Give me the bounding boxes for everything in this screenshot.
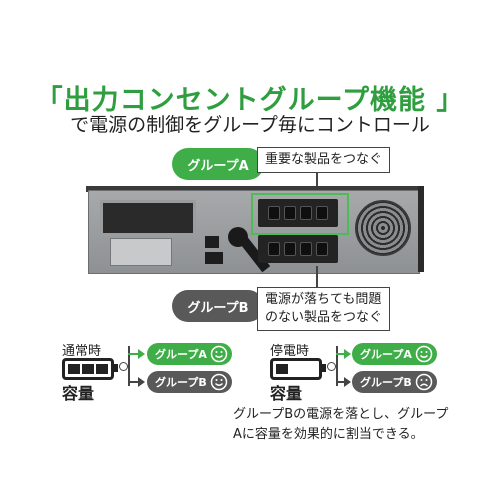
subline: で電源の制御をグループ毎にコントロール bbox=[70, 114, 430, 136]
sad-face-icon bbox=[415, 373, 433, 391]
outlet bbox=[316, 206, 328, 220]
headline: 「出力コンセントグループ機能 」 bbox=[35, 85, 465, 116]
smile-icon bbox=[210, 345, 228, 363]
normal-group-b-pill: グループB bbox=[147, 371, 232, 393]
outlet bbox=[268, 206, 280, 220]
normal-title: 通常時 bbox=[62, 344, 102, 359]
outlet bbox=[300, 242, 312, 256]
outlet bbox=[284, 206, 296, 220]
normal-battery-tip bbox=[114, 364, 118, 372]
normal-group-a-label: グループA bbox=[155, 348, 207, 361]
group-b-label: グループB bbox=[187, 300, 249, 316]
group-b-callout-line2: のない製品をつなぐ bbox=[265, 310, 383, 325]
normal-arrow-b-head bbox=[138, 377, 145, 387]
outlet bbox=[268, 242, 280, 256]
smile-icon bbox=[210, 373, 228, 391]
outage-title: 停電時 bbox=[270, 344, 310, 359]
outage-capacity-label: 容量 bbox=[270, 384, 303, 403]
ups-top-edge bbox=[86, 186, 420, 192]
normal-arrow-b bbox=[128, 381, 140, 383]
normal-arrow-a bbox=[128, 353, 140, 355]
outlet-bank-a bbox=[258, 199, 338, 227]
outage-battery bbox=[270, 358, 322, 380]
battery-cell bbox=[68, 364, 80, 374]
outlet bbox=[284, 242, 296, 256]
outage-arrow-b-head bbox=[344, 377, 351, 387]
group-a-callout-line bbox=[316, 172, 318, 194]
outage-group-a-pill: グループA bbox=[352, 343, 437, 365]
ups-cover-plate bbox=[100, 200, 196, 236]
group-b-callout-line1: 電源が落ちても問題 bbox=[265, 292, 382, 307]
normal-group-b-label: グループB bbox=[155, 376, 207, 389]
normal-battery bbox=[62, 358, 114, 380]
outlet bbox=[316, 242, 328, 256]
outage-connector-node bbox=[327, 362, 336, 371]
group-a-callout: 重要な製品をつなぐ bbox=[257, 147, 391, 173]
outage-arrow-b bbox=[336, 381, 346, 383]
outage-arrow-a bbox=[336, 353, 346, 355]
outage-arrow-a-head bbox=[344, 349, 351, 359]
normal-connector-node bbox=[119, 362, 128, 371]
group-a-pill: グループA bbox=[172, 148, 264, 180]
ups-side-edge bbox=[418, 186, 424, 272]
outlet bbox=[300, 206, 312, 220]
smile-icon bbox=[415, 345, 433, 363]
normal-arrow-a-head bbox=[138, 349, 145, 359]
cooling-fan bbox=[355, 200, 411, 256]
outage-group-b-pill: グループB bbox=[352, 371, 437, 393]
normal-connector-trunk bbox=[128, 346, 130, 386]
ups-port-2 bbox=[205, 252, 223, 264]
outage-group-a-label: グループA bbox=[360, 348, 412, 361]
normal-group-a-pill: グループA bbox=[147, 343, 232, 365]
footer-line1: グループBの電源を落とし、グループ bbox=[233, 407, 449, 422]
outage-group-b-label: グループB bbox=[360, 376, 412, 389]
group-a-highlight-frame bbox=[251, 193, 349, 235]
battery-cell bbox=[276, 364, 288, 374]
normal-capacity-label: 容量 bbox=[62, 384, 95, 403]
outage-battery-tip bbox=[322, 364, 326, 372]
footer-line2: Aに容量を効果的に割当できる。 bbox=[233, 427, 424, 442]
outage-connector-trunk bbox=[336, 346, 338, 386]
battery-cell bbox=[96, 364, 108, 374]
ups-port-1 bbox=[205, 236, 219, 248]
outlet-bank-b bbox=[258, 235, 338, 263]
group-b-callout: 電源が落ちても問題 のない製品をつなぐ bbox=[257, 287, 391, 331]
group-b-pill: グループB bbox=[172, 290, 264, 322]
group-a-label: グループA bbox=[187, 158, 249, 174]
footer-note: グループBの電源を落とし、グループ Aに容量を効果的に割当できる。 bbox=[233, 405, 448, 445]
battery-cell bbox=[82, 364, 94, 374]
group-b-callout-line bbox=[316, 266, 318, 288]
ups-label-plate bbox=[110, 238, 172, 266]
